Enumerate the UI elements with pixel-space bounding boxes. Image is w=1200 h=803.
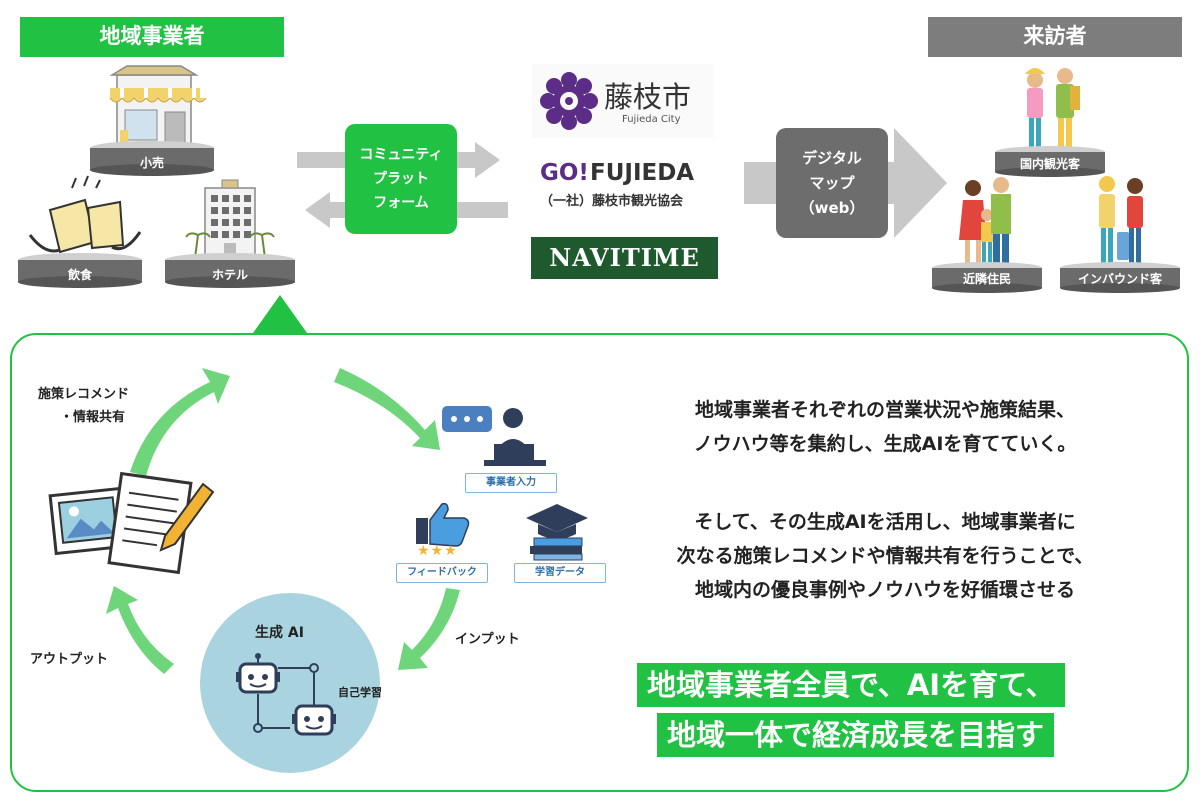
businesses-header: 地域事業者 [20, 17, 284, 57]
highlight-line1: 地域事業者全員で、AIを育て、 [637, 663, 1065, 707]
go-mark: GO! [540, 160, 589, 186]
businesses-illustrations [18, 65, 295, 288]
highlight-line2: 地域一体で経済成長を目指す [657, 713, 1055, 757]
self-learning-label: 自己学習 [338, 686, 382, 699]
map-line1: デジタル [802, 148, 862, 167]
pen-icon [159, 482, 215, 552]
generative-ai-circle [200, 593, 380, 773]
platform-box: コミュニティ プラット フォーム [345, 124, 457, 234]
retail-label: 小売 [139, 156, 164, 170]
recommend-label-line2: ・情報共有 [60, 410, 126, 425]
desc-line: 次なる施策レコメンドや情報共有を行うことで、 [676, 545, 1094, 567]
input-label: インプット [455, 632, 520, 647]
recommend-label-line1: 施策レコメンド [38, 387, 130, 402]
business-input-box: 事業者入力 [465, 473, 557, 493]
graduation-books-icon [526, 504, 588, 561]
learning-data-box: 学習データ [514, 563, 606, 583]
feedback-box: フィードバック [396, 563, 488, 583]
family-icon [959, 177, 1011, 266]
document-icon [107, 471, 193, 575]
description-paragraph-1: 地域事業者それぞれの営業状況や施策結果、 ノウハウ等を集約し、生成AIを育ててい… [620, 393, 1150, 461]
desc-line: そして、その生成AIを活用し、地域事業者に [694, 511, 1076, 533]
visitors-illustrations [932, 68, 1180, 293]
thumbs-up-icon [416, 502, 470, 547]
platform-line2: プラット [373, 171, 429, 187]
business-input-icon [442, 406, 546, 466]
cycle-arrows [106, 368, 460, 674]
robot-icon [236, 653, 280, 694]
visitors-header: 来訪者 [928, 17, 1182, 57]
platform-line1: コミュニティ [359, 147, 443, 163]
beer-toast-icon [28, 175, 142, 254]
navitime-logo: NAVITIME [531, 237, 718, 279]
description-paragraph-2: そして、その生成AIを活用し、地域事業者に 次なる施策レコメンドや情報共有を行う… [620, 505, 1150, 607]
hotel-label: ホテル [211, 268, 248, 282]
tourist-couple-icon [1025, 68, 1080, 148]
fujieda-city-logo: 藤枝市 Fujieda City [532, 64, 714, 138]
desc-line: 地域内の優良事例やノウハウを好循環させる [694, 579, 1075, 601]
city-name: 藤枝市 [604, 80, 692, 114]
generative-ai-title: 生成 AI [255, 625, 304, 641]
desc-line: ノウハウ等を集約し、生成AIを育てていく。 [693, 433, 1077, 455]
output-label: アウトプット [30, 652, 109, 667]
feedback-stars: ★★★ [417, 543, 458, 559]
city-roman: Fujieda City [622, 114, 681, 125]
domestic-tourist-label: 国内観光客 [1019, 157, 1080, 171]
map-line2: マップ [809, 173, 855, 192]
map-line3: （web） [799, 198, 865, 217]
go-fujieda-logo: GO! FUJIEDA （一社）藤枝市観光協会 [540, 160, 715, 210]
robot-icon [292, 698, 336, 736]
platform-line3: フォーム [373, 195, 429, 211]
shop-icon [109, 65, 207, 146]
association-name: （一社）藤枝市観光協会 [540, 194, 684, 209]
food-label: 飲食 [67, 268, 92, 282]
fujieda-wordmark: FUJIEDA [590, 160, 695, 186]
desc-line: 地域事業者それぞれの営業状況や施策結果、 [694, 399, 1075, 421]
city-emblem-icon [540, 72, 598, 130]
local-resident-label: 近隣住民 [962, 272, 1011, 286]
up-triangle-pointer [253, 295, 307, 333]
hotel-icon [185, 179, 275, 259]
photo-icon [48, 486, 128, 556]
inbound-tourist-label: インバウンド客 [1077, 272, 1162, 286]
documents-illustration [48, 471, 215, 575]
inbound-travelers-icon [1099, 176, 1143, 263]
ai-robots-icon [236, 653, 336, 736]
digital-map-box: デジタル マップ （web） [776, 128, 888, 238]
